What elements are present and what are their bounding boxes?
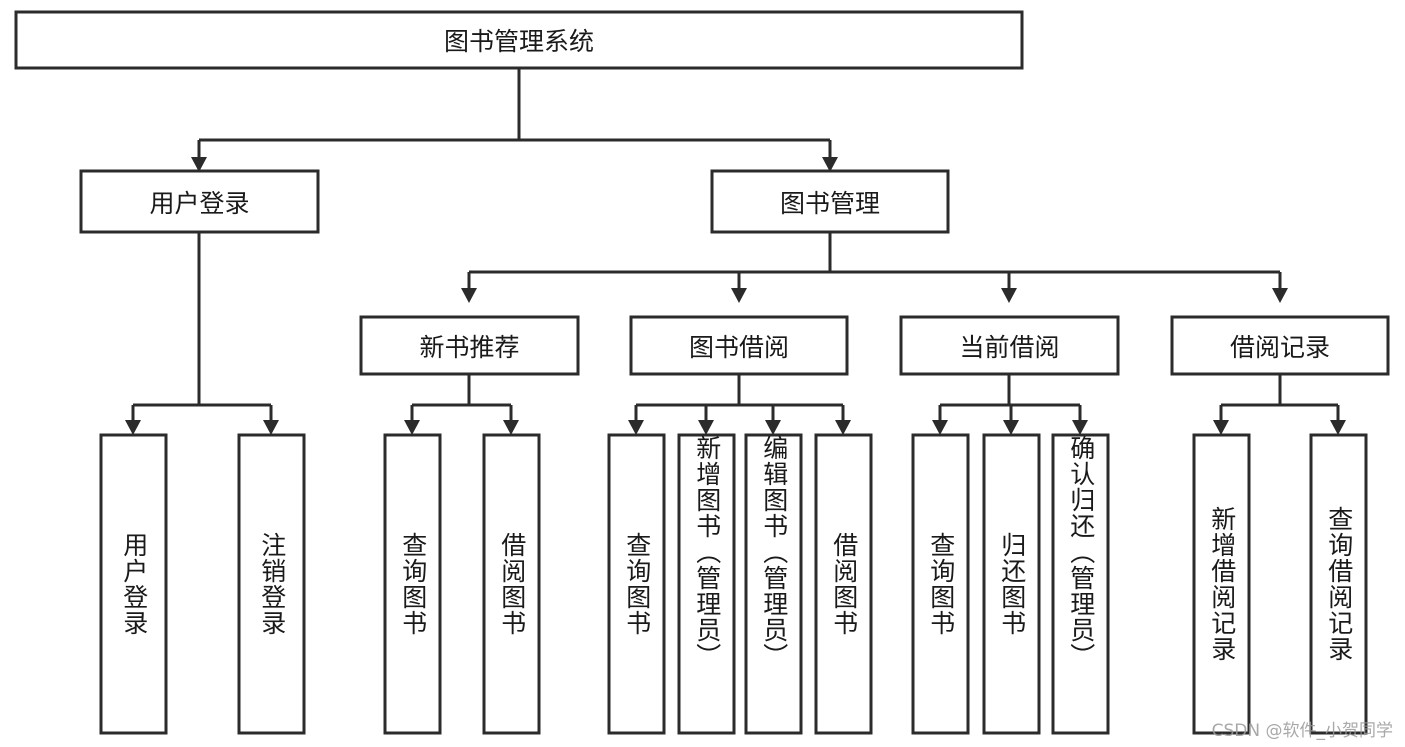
node-box-book-borrow[interactable] [629,315,849,376]
node-box-confirm-return-admin[interactable] [1051,433,1110,735]
node-box-current-borrow[interactable] [899,315,1120,376]
arrow-bb-to-borrow-book [835,420,851,435]
node-box-query-borrow-record[interactable] [1309,433,1368,735]
arrow-bm-to-borrow-record [1272,288,1288,303]
node-box-add-borrow-record[interactable] [1192,433,1251,735]
arrow-bm-to-current-borrow [1001,288,1017,303]
arrow-br-to-add-record [1213,420,1229,435]
node-box-add-book-admin[interactable] [677,433,736,735]
arrow-br-to-query-record [1330,420,1346,435]
node-box-user-logout-leaf[interactable] [237,433,306,735]
arrow-bb-to-edit-book [765,420,781,435]
arrow-user-login-to-leaf2 [263,420,279,435]
node-box-borrow-book-2[interactable] [814,433,873,735]
node-box-return-book[interactable] [982,433,1041,735]
arrow-user-login-to-leaf1 [125,420,141,435]
arrow-bm-to-new-book-recommend [461,288,477,303]
node-box-root[interactable] [14,10,1024,70]
arrow-bm-to-book-borrow [731,288,747,303]
node-box-edit-book-admin[interactable] [744,433,803,735]
arrow-cb-to-confirm-return [1072,420,1088,435]
arrow-bb-to-add-book [698,420,714,435]
arrow-bb-to-query-book [628,420,644,435]
arrow-nbr-to-borrow-book [503,420,519,435]
node-box-new-book-recommend[interactable] [359,315,580,376]
node-box-borrow-record[interactable] [1170,315,1390,376]
node-box-query-book-1[interactable] [383,433,442,735]
node-box-user-login-leaf[interactable] [99,433,168,735]
connectors-layer [125,68,1346,435]
node-box-borrow-book-1[interactable] [482,433,541,735]
node-box-user-login[interactable] [79,169,320,234]
arrow-nbr-to-query-book [404,420,420,435]
arrow-cb-to-return-book [1003,420,1019,435]
boxes-layer [14,10,1390,735]
node-box-book-management[interactable] [710,169,950,234]
node-box-query-book-2[interactable] [607,433,666,735]
arrow-root-to-user-login [191,157,207,172]
arrow-cb-to-query-book [932,420,948,435]
arrow-root-to-book-management [822,157,838,172]
node-box-query-book-3[interactable] [911,433,970,735]
